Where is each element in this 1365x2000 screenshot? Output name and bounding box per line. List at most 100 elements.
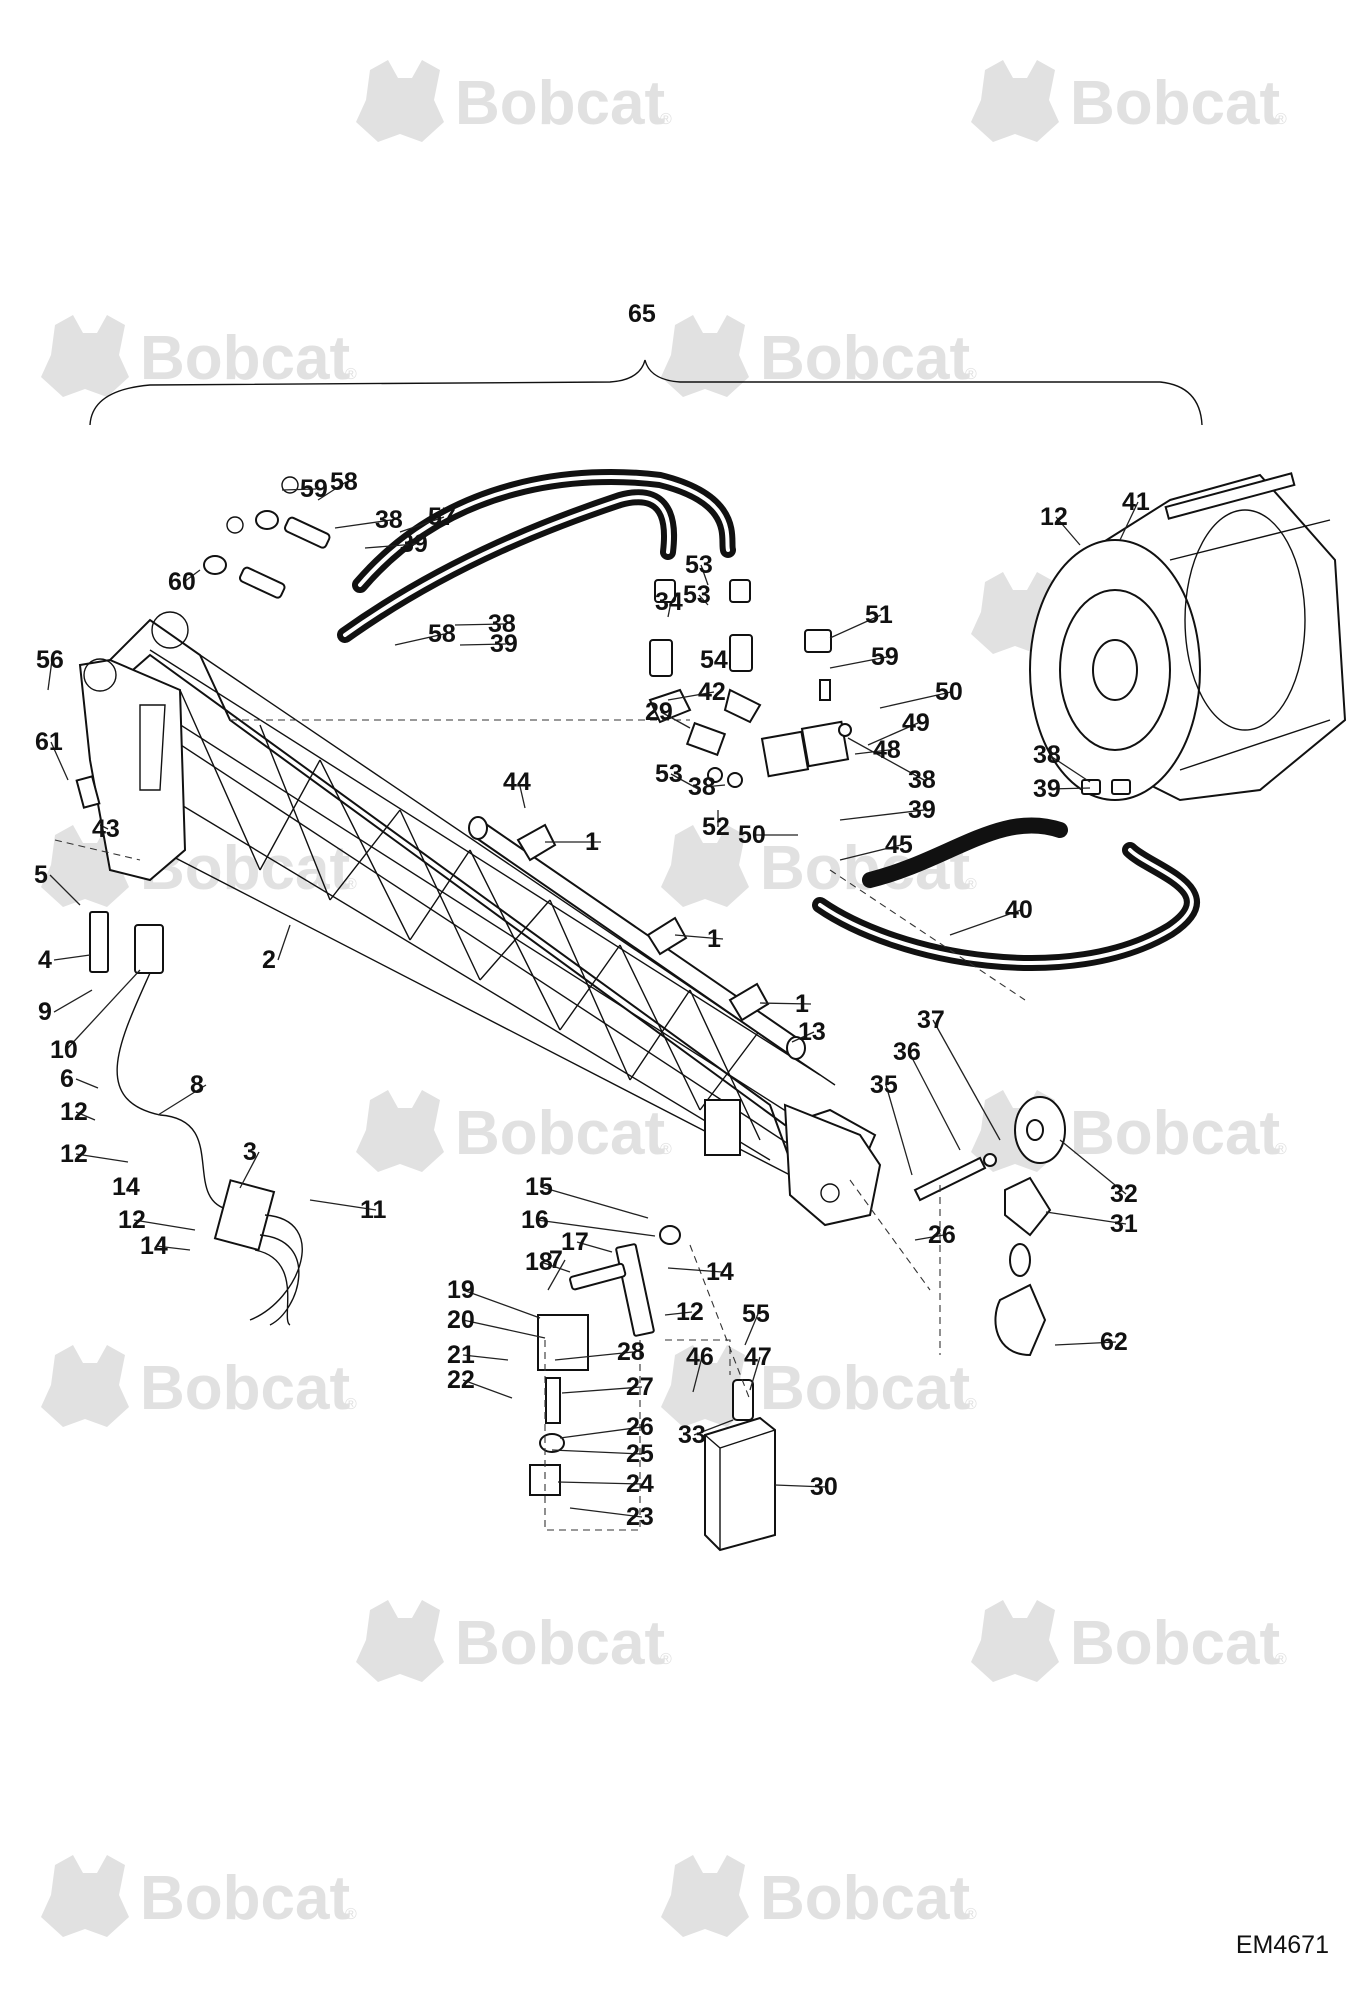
callout-leader-line bbox=[839, 809, 925, 821]
callout-34: 34 bbox=[655, 588, 683, 616]
callout-leader-line bbox=[157, 1084, 207, 1116]
watermark-layer: Bobcat®Bobcat®Bobcat®Bobcat®Bobcat®Bobca… bbox=[41, 60, 1287, 1937]
callout-leader-line bbox=[554, 1351, 634, 1361]
callout-44: 44 bbox=[503, 768, 531, 796]
callout-64: 64 bbox=[0, 0, 28, 6]
callout-16: 16 bbox=[521, 1206, 549, 1234]
assembly-bracket bbox=[89, 359, 1203, 426]
callout-57: 57 bbox=[428, 503, 456, 531]
watermark-brand: Bobcat bbox=[455, 1609, 665, 1678]
callout-63: 63 bbox=[0, 0, 28, 6]
callout-43: 43 bbox=[92, 815, 120, 843]
callout-29: 29 bbox=[645, 698, 673, 726]
callout-58: 58 bbox=[330, 468, 358, 496]
callout-38: 38 bbox=[1033, 741, 1061, 769]
callout-45: 45 bbox=[885, 831, 913, 859]
callout-53: 53 bbox=[685, 551, 713, 579]
counterweight bbox=[704, 1379, 776, 1552]
callout-1: 1 bbox=[585, 828, 599, 856]
callout-leader-line bbox=[462, 1319, 546, 1339]
callout-39: 39 bbox=[490, 630, 518, 658]
callout-leader-line bbox=[829, 614, 882, 639]
boom-tube bbox=[468, 816, 806, 1060]
watermark-brand: Bobcat bbox=[1070, 69, 1280, 138]
callout-55: 55 bbox=[742, 1300, 770, 1328]
watermark-brand: Bobcat bbox=[1070, 1099, 1280, 1168]
pulley-hook bbox=[913, 1096, 1066, 1357]
callout-leader-line bbox=[1048, 754, 1091, 783]
callout-leader-line bbox=[854, 749, 890, 755]
callout-leader-line bbox=[462, 1289, 541, 1319]
callout-48: 48 bbox=[873, 736, 901, 764]
winch-assembly bbox=[1029, 472, 1347, 802]
callout-leader-line bbox=[155, 1245, 191, 1251]
callout-leader-line bbox=[829, 656, 888, 669]
assembly-callout: 65 bbox=[628, 300, 656, 328]
callout-leader-line bbox=[364, 543, 417, 549]
watermark-registered-mark: ® bbox=[660, 1141, 672, 1158]
callout-leader-line bbox=[885, 1084, 913, 1176]
callout-12: 12 bbox=[676, 1298, 704, 1326]
callout-leader-line bbox=[576, 1241, 613, 1253]
bobcat-head-icon bbox=[971, 60, 1059, 142]
bobcat-head-icon bbox=[661, 1345, 749, 1427]
callout-leader-line bbox=[791, 1031, 815, 1043]
callout-leader-line bbox=[540, 1261, 571, 1273]
callout-18: 18 bbox=[525, 1248, 553, 1276]
guide-lines bbox=[54, 719, 1026, 1531]
callout-52: 52 bbox=[702, 813, 730, 841]
callout-leader-line bbox=[1119, 501, 1139, 541]
callout-leader-line bbox=[667, 691, 715, 701]
callout-leader-line bbox=[660, 711, 691, 729]
watermark-registered-mark: ® bbox=[1275, 1651, 1287, 1668]
callout-12: 12 bbox=[60, 1140, 88, 1168]
callout-60: 60 bbox=[168, 568, 196, 596]
callout-2: 2 bbox=[262, 946, 276, 974]
callout-leader-line bbox=[557, 1481, 643, 1485]
callout-32: 32 bbox=[1110, 1180, 1138, 1208]
hydraulic-fittings bbox=[203, 476, 1131, 795]
drawing-code: EM4671 bbox=[1235, 1931, 1329, 1959]
watermark-registered-mark: ® bbox=[660, 111, 672, 128]
bobcat-head-icon bbox=[41, 1855, 129, 1937]
callout-leader-line bbox=[1059, 1139, 1127, 1195]
callout-leader-line bbox=[569, 1507, 643, 1518]
bobcat-head-icon bbox=[41, 1345, 129, 1427]
callout-leader-line bbox=[932, 1019, 1001, 1141]
callout-leader-line bbox=[317, 481, 347, 501]
callout-leader-line bbox=[462, 1354, 509, 1361]
callout-20: 20 bbox=[447, 1306, 475, 1334]
callout-14: 14 bbox=[706, 1258, 734, 1286]
callout-35: 35 bbox=[870, 1071, 898, 1099]
callout-15: 15 bbox=[525, 1173, 553, 1201]
callout-26: 26 bbox=[626, 1413, 654, 1441]
callout-leader-line bbox=[281, 488, 317, 491]
callout-41: 41 bbox=[1122, 488, 1150, 516]
callout-12: 12 bbox=[60, 1098, 88, 1126]
watermark-registered-mark: ® bbox=[660, 1651, 672, 1668]
watermark-registered-mark: ® bbox=[345, 366, 357, 383]
callout-25: 25 bbox=[626, 1440, 654, 1468]
callout-53: 53 bbox=[655, 760, 683, 788]
electrical-parts bbox=[75, 775, 303, 1326]
callout-leader-line bbox=[839, 844, 902, 861]
callout-50: 50 bbox=[738, 821, 766, 849]
callout-49: 49 bbox=[902, 709, 930, 737]
callout-leader-line bbox=[692, 1356, 703, 1393]
callout-24: 24 bbox=[626, 1470, 654, 1498]
watermark-brand: Bobcat bbox=[760, 1354, 970, 1423]
bobcat-head-icon bbox=[661, 315, 749, 397]
callout-46: 46 bbox=[686, 1343, 714, 1371]
callout-50: 50 bbox=[935, 678, 963, 706]
watermark-registered-mark: ® bbox=[345, 1396, 357, 1413]
watermark-registered-mark: ® bbox=[965, 366, 977, 383]
callout-10: 10 bbox=[50, 1036, 78, 1064]
callout-22: 22 bbox=[447, 1366, 475, 1394]
callout-47: 47 bbox=[744, 1343, 772, 1371]
callout-leader-line bbox=[394, 633, 445, 646]
callout-14: 14 bbox=[112, 1173, 140, 1201]
lattice-boom bbox=[78, 611, 882, 1227]
callout-53: 53 bbox=[683, 581, 711, 609]
callout-leader-line bbox=[774, 1484, 827, 1488]
callout-39: 39 bbox=[400, 530, 428, 558]
